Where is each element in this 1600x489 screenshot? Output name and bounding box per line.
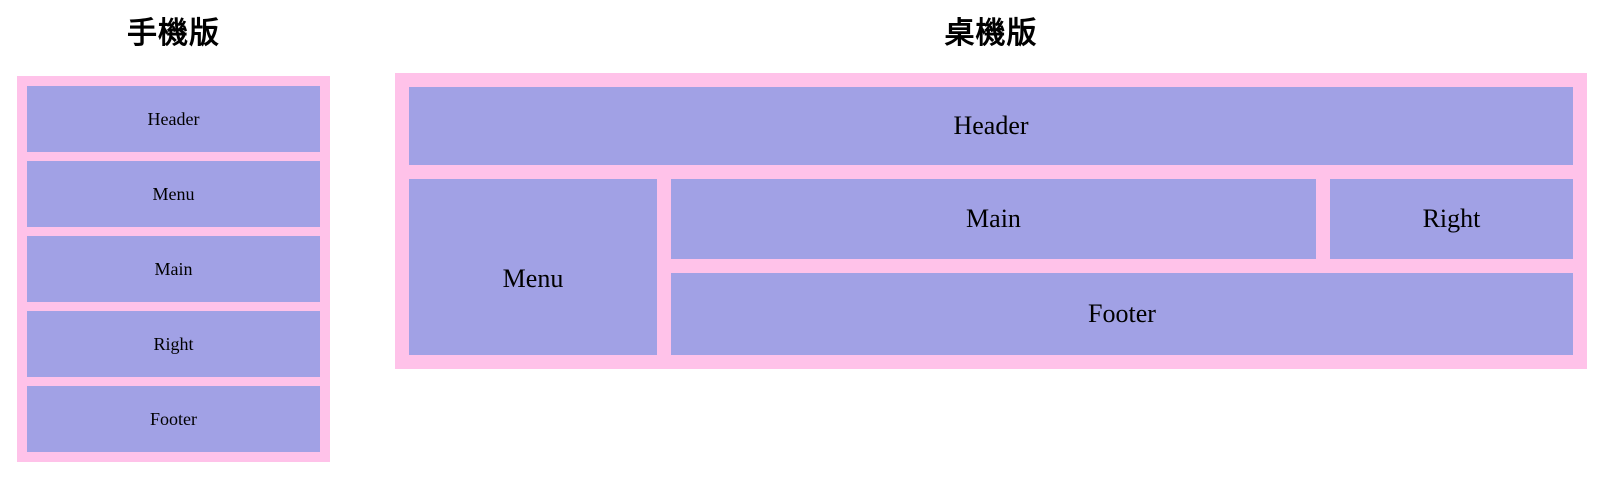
desktop-layout-frame: Header Menu Main Right Footer [395, 73, 1587, 369]
mobile-menu-box: Menu [27, 161, 320, 227]
mobile-right-box: Right [27, 311, 320, 377]
mobile-layout-frame: Header Menu Main Right Footer [17, 76, 330, 462]
mobile-version-title: 手機版 [127, 17, 220, 50]
desktop-header-box: Header [409, 87, 1573, 165]
desktop-menu-box: Menu [409, 179, 657, 355]
desktop-version-title: 桌機版 [944, 17, 1038, 50]
mobile-main-box: Main [27, 236, 320, 302]
mobile-footer-box: Footer [27, 386, 320, 452]
desktop-main-box: Main [671, 179, 1316, 259]
desktop-right-box: Right [1330, 179, 1573, 259]
desktop-footer-box: Footer [671, 273, 1573, 355]
mobile-header-box: Header [27, 86, 320, 152]
